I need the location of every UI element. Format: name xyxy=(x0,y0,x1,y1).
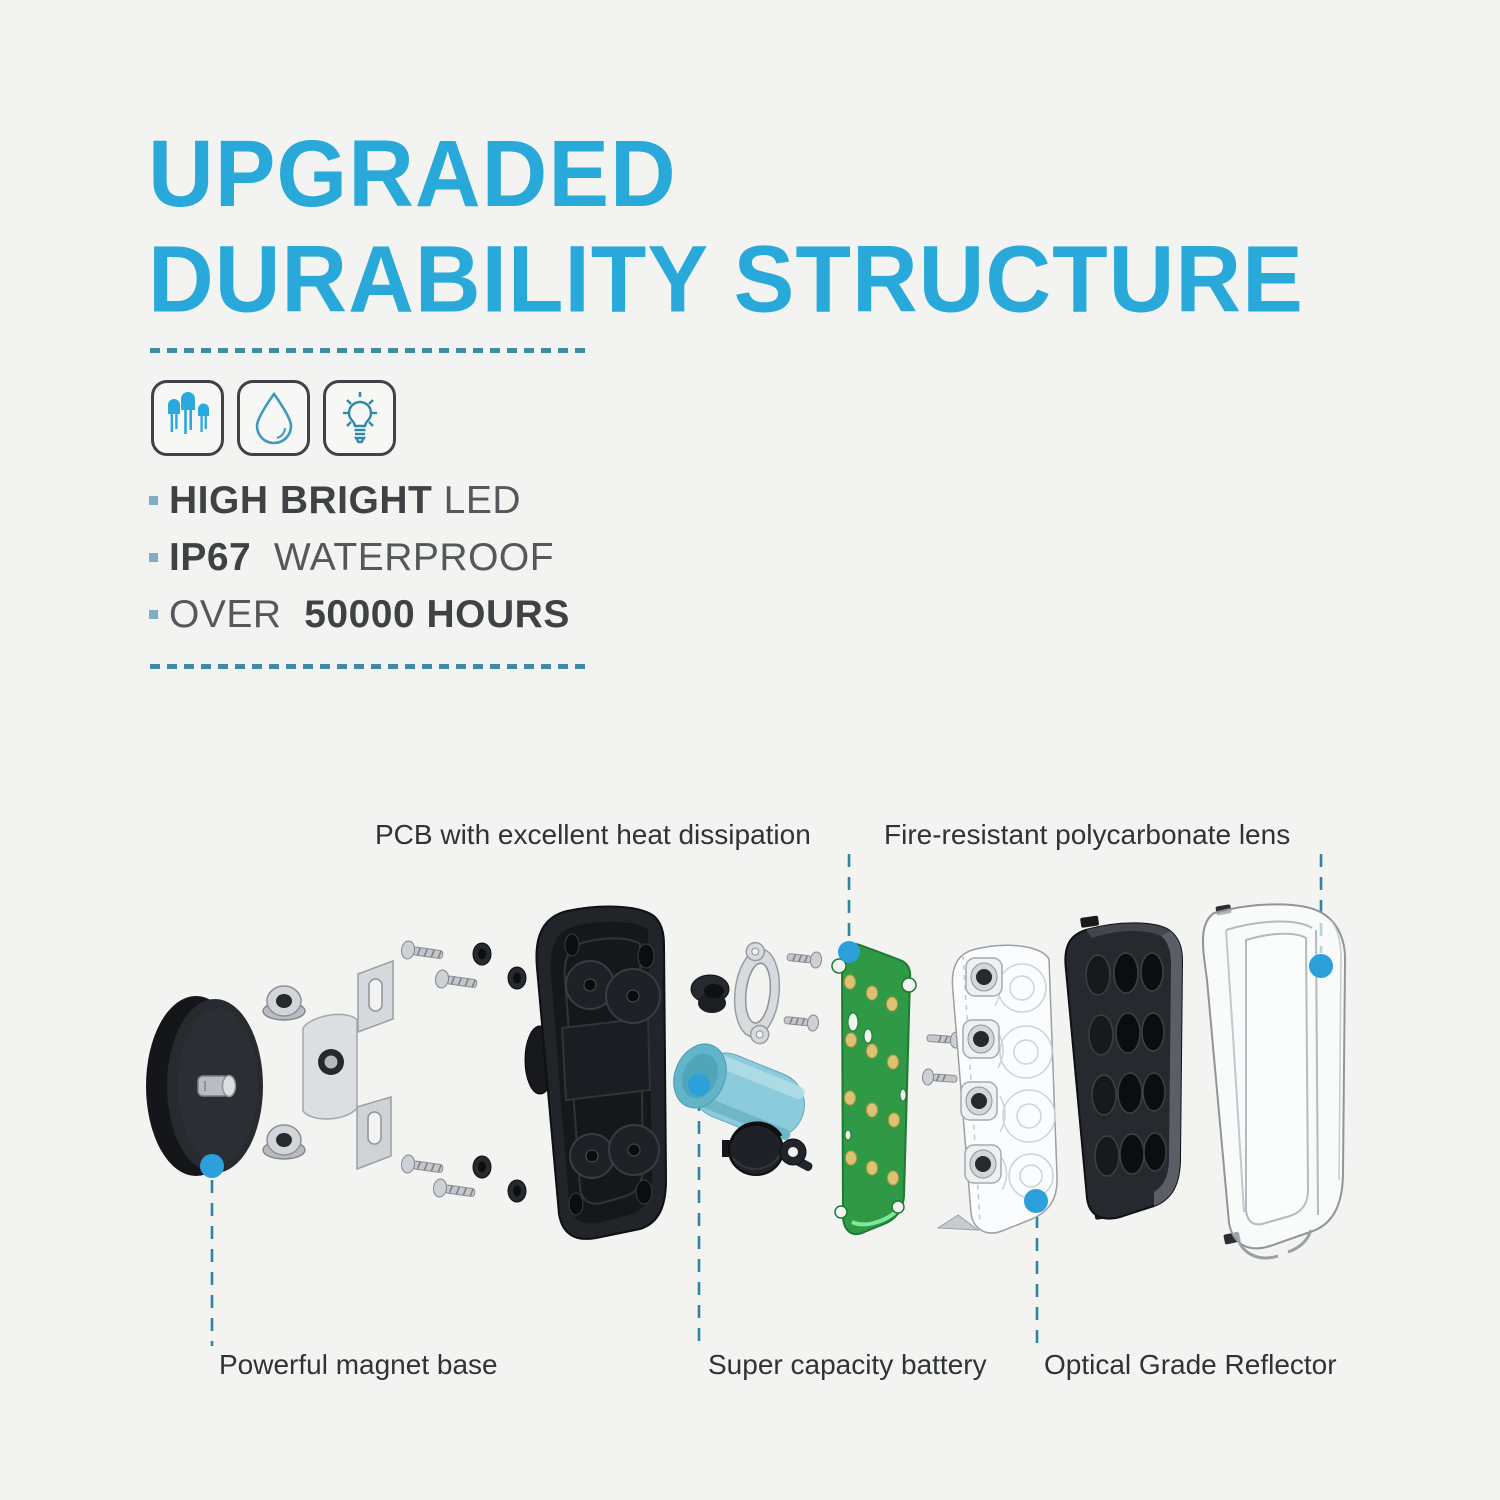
callout-dots xyxy=(200,941,1333,1213)
water-drop-icon xyxy=(237,380,310,456)
dashed-divider-bottom xyxy=(150,664,592,669)
rubber-cap xyxy=(507,966,527,990)
dot-lens xyxy=(1309,954,1333,978)
label-lens: Fire-resistant polycarbonate lens xyxy=(884,819,1290,850)
feature-bold: HIGH BRIGHT xyxy=(169,478,433,522)
dot-pcb xyxy=(838,941,860,963)
metal-gasket xyxy=(733,941,781,1045)
feature-high-bright: HIGH BRIGHT LED xyxy=(149,472,570,529)
dot-magnet xyxy=(200,1154,224,1178)
title-line-1: UPGRADED xyxy=(148,122,677,228)
polycarbonate-lens xyxy=(1202,903,1347,1260)
flange-nut xyxy=(262,985,306,1021)
exploded-diagram: PCB with excellent heat dissipation Fire… xyxy=(146,819,1347,1380)
mounting-bracket xyxy=(302,959,394,1171)
rubber-cap xyxy=(507,1179,527,1203)
screw xyxy=(400,1154,444,1174)
dot-battery xyxy=(688,1074,710,1096)
flange-nut xyxy=(262,1124,306,1160)
feature-bold: IP67 xyxy=(169,535,252,579)
screw xyxy=(400,940,444,960)
screw xyxy=(783,1014,820,1032)
feature-bold: 50000 HOURS xyxy=(304,592,570,636)
feature-waterproof: IP67 WATERPROOF xyxy=(149,529,570,586)
screw xyxy=(432,1178,476,1198)
screw xyxy=(921,1068,958,1086)
rubber-plug xyxy=(722,1121,813,1176)
label-battery: Super capacity battery xyxy=(708,1349,987,1380)
label-magnet-base: Powerful magnet base xyxy=(219,1349,498,1380)
title-line-2: DURABILITY STRUCTURE xyxy=(148,227,1304,333)
label-pcb: PCB with excellent heat dissipation xyxy=(375,819,811,850)
light-bulb-icon xyxy=(323,380,396,456)
feature-suffix: WATERPROOF xyxy=(251,535,555,579)
back-housing xyxy=(524,905,668,1240)
feature-list: HIGH BRIGHT LED IP67 WATERPROOF OVER 500… xyxy=(149,472,570,643)
rubber-cap xyxy=(472,942,492,966)
rubber-cap xyxy=(472,1155,492,1179)
dot-reflector xyxy=(1024,1189,1048,1213)
feature-suffix: LED xyxy=(432,478,522,522)
led-reflector xyxy=(936,944,1058,1234)
dashed-divider-top xyxy=(150,348,592,353)
screw xyxy=(786,951,823,969)
front-frame xyxy=(1064,915,1184,1220)
feature-hours: OVER 50000 HOURS xyxy=(149,586,570,643)
led-emitters xyxy=(960,957,1003,1184)
page-title: UPGRADED DURABILITY STRUCTURE xyxy=(148,122,1304,332)
bullet-square xyxy=(149,553,158,562)
feature-prefix: OVER xyxy=(169,592,305,636)
battery xyxy=(673,1043,805,1141)
bullet-square xyxy=(149,610,158,619)
screw xyxy=(434,969,478,989)
led-diodes-icon xyxy=(151,380,224,456)
label-reflector: Optical Grade Reflector xyxy=(1044,1349,1337,1380)
bullet-square xyxy=(149,496,158,505)
rubber-grommet xyxy=(690,974,730,1013)
feature-icon-row xyxy=(151,380,396,456)
pcb xyxy=(831,942,917,1236)
magnet-base xyxy=(146,996,263,1176)
callout-lines xyxy=(210,854,1323,1346)
